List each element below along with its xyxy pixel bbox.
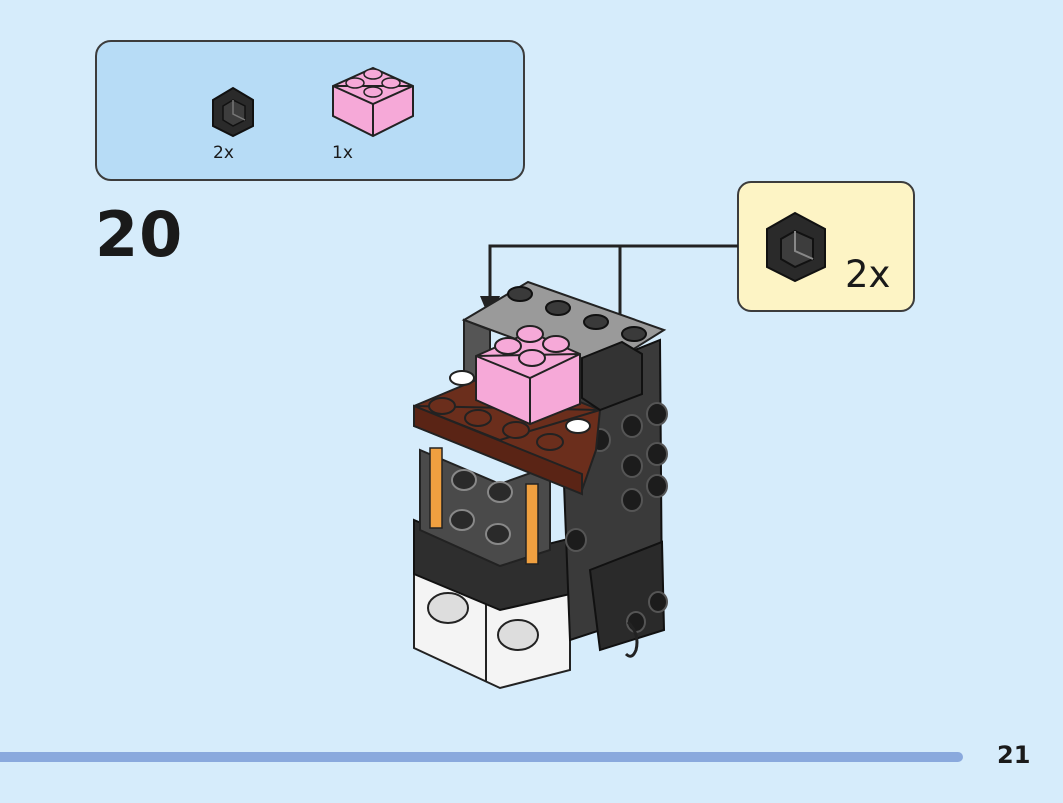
callout-quantity: 2x (845, 253, 891, 296)
part-quantity: 1x (332, 143, 353, 163)
corner-brick-icon (766, 211, 826, 283)
footer-progress-bar (0, 752, 963, 762)
brick-2x2-icon (332, 66, 414, 138)
step-number: 20 (95, 198, 184, 271)
part-quantity: 2x (213, 143, 234, 163)
page-number: 21 (997, 741, 1031, 769)
parts-list-box: 2x 1x (95, 40, 525, 181)
corner-brick-icon (212, 86, 254, 138)
model-illustration (413, 280, 668, 690)
subassembly-callout: 2x (737, 181, 915, 312)
